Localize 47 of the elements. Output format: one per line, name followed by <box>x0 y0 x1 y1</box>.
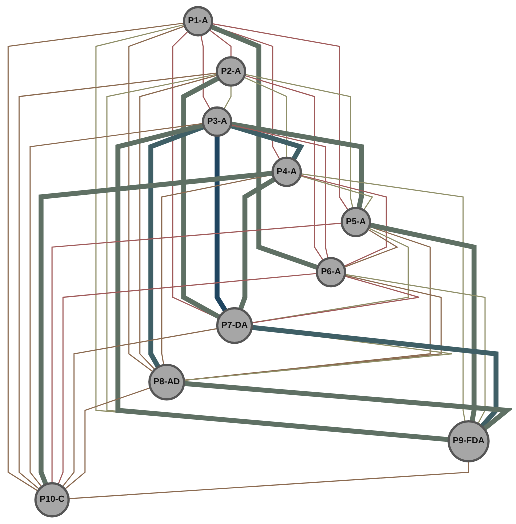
node-circle: P10-C <box>34 482 70 518</box>
connector <box>252 228 410 324</box>
connector <box>200 35 212 110</box>
connector <box>140 74 218 370</box>
node-circle: P4-A <box>272 156 302 188</box>
connector <box>252 325 499 428</box>
connector <box>39 171 274 486</box>
connector <box>116 122 450 442</box>
connector <box>19 72 218 490</box>
connector <box>212 23 350 211</box>
connector <box>344 229 399 268</box>
connector <box>300 176 374 211</box>
node-circle: P5-A <box>341 207 372 238</box>
connector <box>184 381 512 431</box>
connector <box>252 276 420 324</box>
connector <box>8 22 185 492</box>
node-circle: P8-AD <box>148 364 186 401</box>
connector <box>215 136 228 312</box>
connector <box>300 174 388 268</box>
node-circle: P2-A <box>216 56 247 87</box>
connector <box>128 26 186 372</box>
connector <box>68 462 470 500</box>
connector <box>184 226 432 382</box>
connector <box>64 387 151 490</box>
node-circle: P9-FDA <box>448 420 490 463</box>
connector <box>210 24 319 270</box>
connector <box>30 123 204 488</box>
connector <box>370 222 477 422</box>
connector <box>245 74 354 209</box>
node-circle: P7-DA <box>216 307 254 344</box>
connector <box>62 328 218 488</box>
connector <box>58 273 318 485</box>
connector <box>209 30 232 58</box>
connector <box>184 275 442 382</box>
connector <box>238 177 276 310</box>
connector <box>231 122 364 209</box>
connector <box>224 86 232 110</box>
node-circle: P6-A <box>316 257 347 288</box>
connector <box>301 174 466 422</box>
node-circle: P3-A <box>202 106 233 138</box>
connector <box>345 274 486 424</box>
connector <box>231 124 329 259</box>
node-circle: P1-A <box>183 6 214 37</box>
connector <box>244 75 324 261</box>
connector <box>244 77 288 158</box>
connector <box>182 76 222 320</box>
connector <box>52 222 342 484</box>
